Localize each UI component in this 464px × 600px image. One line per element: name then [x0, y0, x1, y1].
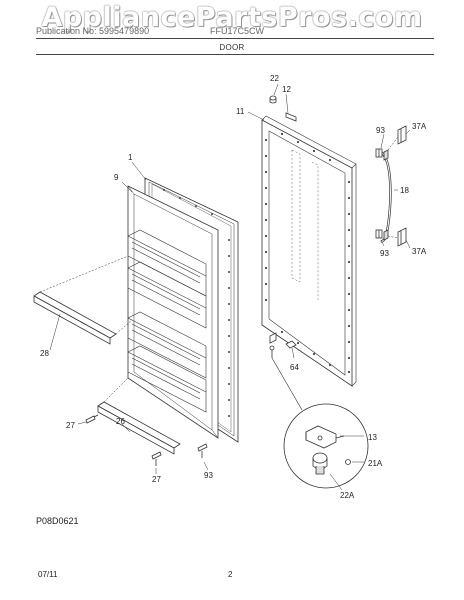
end-cap-top	[397, 125, 407, 145]
drawing-code: P08D0621	[36, 516, 79, 526]
callout-9: 9	[114, 173, 119, 182]
outer-door-panel	[261, 115, 357, 387]
callout-22: 22	[270, 74, 279, 83]
leader-lines	[49, 83, 411, 491]
outer-panel-screws	[264, 132, 351, 374]
door-handle	[380, 151, 392, 244]
callout-1: 1	[128, 153, 133, 162]
callout-12: 12	[282, 85, 291, 94]
callout-22a: 22A	[340, 491, 355, 500]
handle-mount-top	[375, 148, 389, 161]
footer-date: 07/11	[38, 570, 58, 579]
callout-93-bottom: 93	[380, 249, 389, 258]
header-rule-bottom	[36, 54, 434, 55]
callout-93-top: 93	[376, 126, 385, 135]
end-cap-bottom	[397, 227, 407, 247]
callout-27-bottom: 27	[152, 475, 161, 484]
header-rule-top	[36, 38, 434, 39]
screw-27-left	[85, 414, 99, 424]
callout-18: 18	[400, 186, 409, 195]
callout-11: 11	[236, 107, 245, 116]
callout-37a-top: 37A	[412, 122, 427, 131]
callout-13: 13	[368, 433, 377, 442]
gasket-rivets	[163, 189, 230, 417]
plug-button	[269, 95, 277, 104]
callout-27-left: 27	[66, 421, 75, 430]
hinge-pin-assembly	[269, 332, 297, 358]
callout-64: 64	[290, 363, 299, 372]
model-number: FFU17C5CW	[210, 26, 265, 36]
handle-mount-bottom	[375, 229, 389, 241]
screw-27-bottom	[151, 451, 162, 466]
callout-26: 26	[116, 417, 125, 426]
callout-93-lower: 93	[204, 471, 213, 480]
inner-door-liner	[127, 185, 219, 439]
watermark-text: AppliancePartsPros.com	[41, 2, 423, 33]
kick-plate	[97, 401, 181, 455]
page-number: 2	[228, 570, 233, 579]
callout-37a-bottom: 37A	[412, 247, 427, 256]
callout-28: 28	[40, 349, 49, 358]
door-label-plate	[285, 112, 297, 122]
section-title: DOOR	[219, 43, 245, 52]
screw-93-lower	[197, 443, 208, 458]
door-shelves	[127, 229, 207, 413]
callout-21a: 21A	[368, 459, 383, 468]
shelf-rail	[33, 291, 117, 345]
publication-number: Publication No: 5995479890	[36, 26, 150, 36]
detail-circle	[283, 403, 369, 489]
